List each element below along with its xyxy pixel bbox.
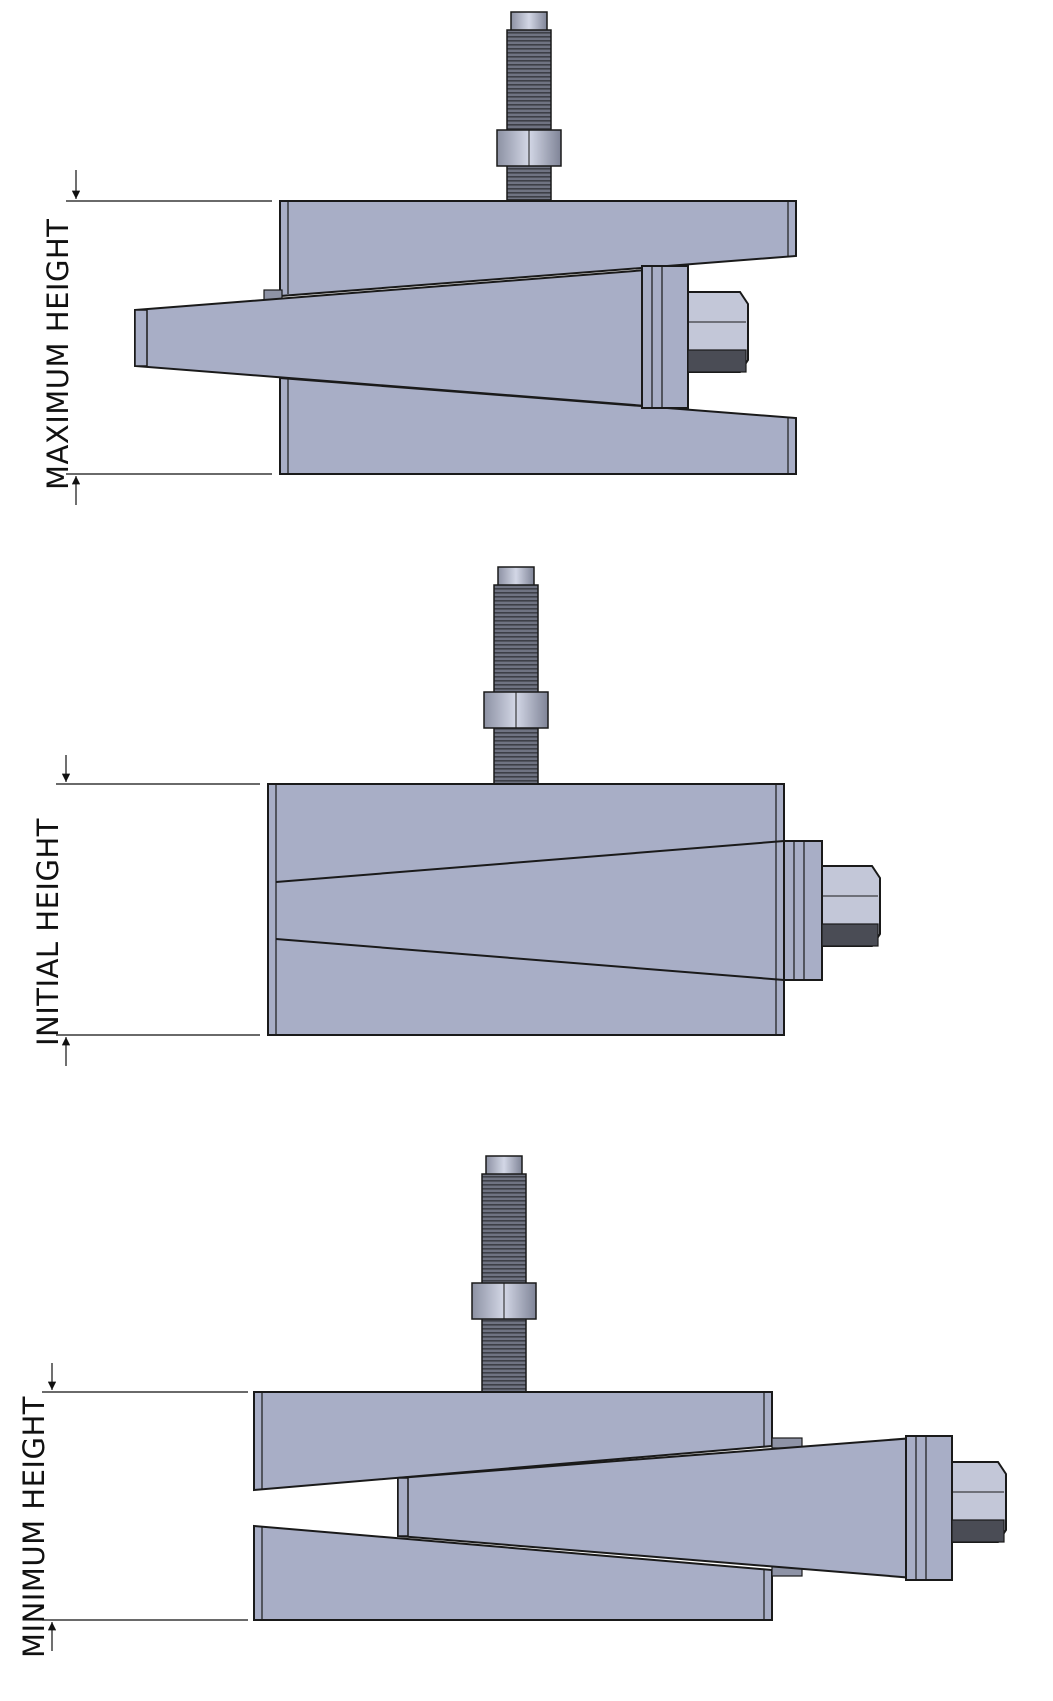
- minimum-height-label: MINIMUM HEIGHT: [17, 1396, 51, 1658]
- end-plate: [783, 840, 823, 981]
- maximum-height-dimension: [66, 170, 272, 505]
- upper-wedge-block: [279, 200, 797, 298]
- maximum-height-view: MAXIMUM HEIGHT: [41, 11, 797, 505]
- maximum-height-label: MAXIMUM HEIGHT: [41, 219, 75, 490]
- initial-height-view: INITIAL HEIGHT: [31, 566, 881, 1066]
- drive-hex-head: [821, 865, 881, 947]
- drive-hex-head: [687, 291, 749, 373]
- end-plate: [641, 265, 689, 409]
- adjust-bolt: [471, 1155, 537, 1393]
- minimum-height-dimension: [42, 1363, 248, 1651]
- sliding-wedge: [134, 266, 673, 410]
- initial-height-label: INITIAL HEIGHT: [31, 818, 65, 1046]
- adjust-bolt: [483, 566, 549, 785]
- adjust-bolt: [496, 11, 562, 201]
- drive-hex-head: [951, 1461, 1007, 1543]
- lower-wedge-block: [253, 1524, 773, 1621]
- initial-height-dimension: [56, 755, 260, 1066]
- wedge-block-assembly: [267, 783, 785, 1036]
- minimum-height-view: MINIMUM HEIGHT: [17, 1155, 1007, 1658]
- end-plate: [905, 1435, 953, 1581]
